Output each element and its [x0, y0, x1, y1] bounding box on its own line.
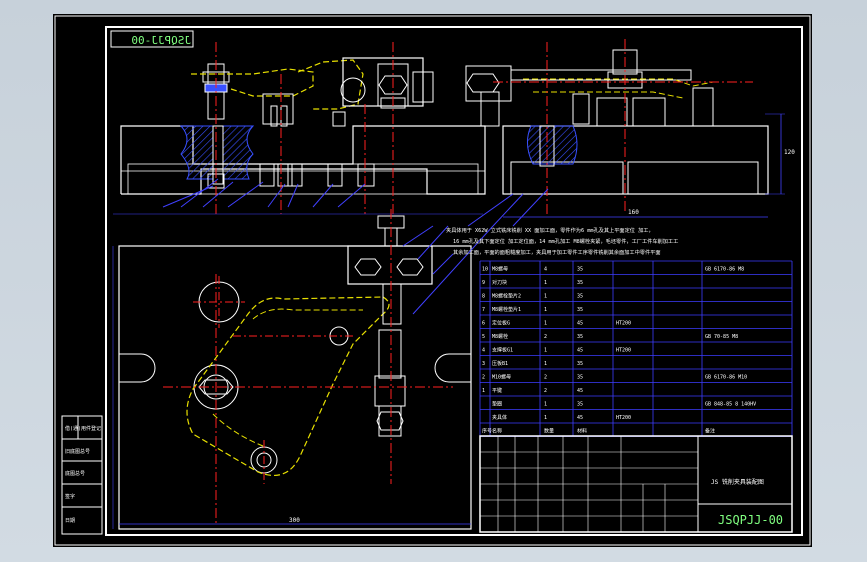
- drawing-canvas[interactable]: 借(通)用件登记 旧底图总号 底图总号 签字 日期 JSQPJJ-00: [53, 14, 812, 547]
- bom-cell-standard: GB 848-85 8 140HV: [705, 402, 756, 408]
- bom-cell-remark: HT200: [616, 321, 631, 327]
- bom-cell-name: M8螺栓垫片1: [492, 306, 521, 313]
- bom-cell-material: 35: [577, 280, 583, 286]
- bom-cell-qty: 1: [544, 361, 547, 367]
- bom-cell-material: 45: [577, 348, 583, 354]
- drawing-number-mirrored: JSQPJJ-00: [110, 30, 194, 48]
- tech-requirements: 夹具体用于 X62W 立式铣床铣削 XX 面加工面，零件作为6 mm孔及其上平面…: [446, 226, 678, 256]
- bom-cell-material: 45: [577, 388, 583, 394]
- tech-req-line-1: 16 mm孔及其下面定位 加工定位面，14 mm孔加工 M8螺栓夹紧，毛坯零件，…: [453, 237, 678, 245]
- bom-cell-qty: 2: [544, 375, 547, 381]
- title-block: JS 铣削夹具装配图 JSQPJJ-00: [479, 435, 793, 533]
- drawing-title: JS 铣削夹具装配图: [711, 478, 764, 486]
- bom-header-remark: 备注: [705, 428, 715, 435]
- bom-row: 6 定位板G 1 45 HT200: [482, 320, 631, 327]
- bom-cell-no: 6: [482, 321, 485, 327]
- bom-row: 9 对刀块 1 35: [482, 279, 583, 286]
- drawing-sheet: 借(通)用件登记 旧底图总号 底图总号 签字 日期 JSQPJJ-00: [53, 14, 812, 547]
- bom-cell-qty: 1: [544, 280, 547, 286]
- drawing-number-mirrored-text: JSQPJJ-00: [131, 34, 191, 47]
- bom-cell-material: 35: [577, 334, 583, 340]
- top-view: 300: [112, 209, 494, 530]
- bom-cell-remark: HT200: [616, 348, 631, 354]
- strip-label-4: 日期: [65, 518, 75, 524]
- bom-cell-material: 35: [577, 361, 583, 367]
- side-width-dimension: 160: [628, 209, 639, 216]
- bom-header-name: 名称: [492, 428, 502, 435]
- bom-cell-name: 压板B1: [492, 360, 508, 367]
- bom-cell-name: 对刀块: [492, 279, 507, 286]
- bom-cell-qty: 1: [544, 348, 547, 354]
- tech-req-line-2: 其余加工面，平面的面粗糙度加工，夹具用于加工零件工序零件铣削其余面加工中零件平面: [453, 248, 661, 256]
- bom-cell-qty: 1: [544, 321, 547, 327]
- sheet-border-inner: [105, 26, 803, 536]
- bom-cell-name: M10螺母: [492, 374, 511, 381]
- strip-label-2: 底图总号: [65, 470, 85, 477]
- bom-cell-qty: 1: [544, 415, 547, 421]
- bom-cell-standard: GB 6170-86 M10: [705, 375, 747, 381]
- bom-row: 8 M8螺栓垫片2 1 35: [482, 293, 583, 300]
- bom-row: 10 M8螺母 4 35 GB 6170-86 M8: [482, 266, 744, 273]
- bom-header-material: 材料: [577, 428, 587, 435]
- bom-cell-no: 8: [482, 294, 485, 300]
- sheet-border-outer: [54, 15, 811, 546]
- bom-cell-standard: GB 6170-86 M8: [705, 267, 744, 273]
- bom-cell-material: 45: [577, 415, 583, 421]
- bom-cell-no: 1: [482, 388, 485, 394]
- bom-cell-qty: 1: [544, 402, 547, 408]
- bom-cell-name: 平键: [492, 387, 502, 394]
- bom-header-no: 序号: [482, 428, 492, 435]
- bom-cell-material: 45: [577, 321, 583, 327]
- bom-cell-name: 支撑板G1: [492, 347, 513, 354]
- bom-cell-qty: 2: [544, 334, 547, 340]
- left-strip: 借(通)用件登记 旧底图总号 底图总号 签字 日期: [61, 415, 103, 535]
- tech-req-line-0: 夹具体用于 X62W 立式铣床铣削 XX 面加工面，零件作为6 mm孔及其上平面…: [446, 226, 654, 234]
- bom-cell-material: 35: [577, 375, 583, 381]
- bom-cell-qty: 1: [544, 307, 547, 313]
- bom-cell-standard: GB 70-85 M8: [705, 334, 738, 340]
- bom-cell-material: 35: [577, 267, 583, 273]
- bom-cell-no: 4: [482, 348, 485, 354]
- bom-row: 4 支撑板G1 1 45 HT200: [482, 347, 631, 354]
- side-height-dimension: 120: [784, 149, 795, 156]
- bom-cell-qty: 4: [544, 267, 547, 273]
- bom-row: 夹具体 1 45 HT200: [492, 414, 631, 421]
- bom-cell-no: 2: [482, 375, 485, 381]
- bom-cell-name: 定位板G: [492, 320, 510, 327]
- bom-cell-remark: HT200: [616, 415, 631, 421]
- bom-header-qty: 数量: [544, 428, 554, 435]
- base-length-dimension: 300: [289, 517, 300, 524]
- strip-label-1: 旧底图总号: [65, 448, 90, 455]
- bom-cell-no: 3: [482, 361, 485, 367]
- side-view: 160 120: [465, 39, 795, 227]
- drawing-number: JSQPJJ-00: [718, 513, 783, 527]
- bom-cell-qty: 2: [544, 388, 547, 394]
- bom-cell-qty: 1: [544, 294, 547, 300]
- bom-row: 垫圈 1 35 GB 848-85 8 140HV: [492, 401, 756, 408]
- bom-row: 5 M8螺栓 2 35 GB 70-85 M8: [482, 333, 738, 340]
- bom-cell-no: 5: [482, 334, 485, 340]
- bom-cell-name: M8螺栓: [492, 333, 508, 340]
- bom-cell-name: M8螺栓垫片2: [492, 293, 521, 300]
- bom-cell-name: 夹具体: [492, 414, 507, 421]
- bom-cell-no: 9: [482, 280, 485, 286]
- bom-cell-material: 35: [577, 402, 583, 408]
- bom-row: 7 M8螺栓垫片1 1 35: [482, 306, 583, 313]
- bom-row: 1 平键 2 45: [482, 387, 583, 394]
- bom-row: 2 M10螺母 2 35 GB 6170-86 M10: [482, 374, 747, 381]
- bom-cell-no: 10: [482, 267, 488, 273]
- bom-cell-no: 7: [482, 307, 485, 313]
- bom-cell-material: 35: [577, 294, 583, 300]
- bom-cell-material: 35: [577, 307, 583, 313]
- front-view: [113, 42, 486, 215]
- strip-label-0: 借(通)用件登记: [65, 425, 101, 432]
- bom-row: 3 压板B1 1 35: [482, 360, 583, 367]
- strip-label-3: 签字: [65, 493, 75, 500]
- bom-cell-name: M8螺母: [492, 266, 508, 273]
- bom-cell-name: 垫圈: [492, 401, 502, 408]
